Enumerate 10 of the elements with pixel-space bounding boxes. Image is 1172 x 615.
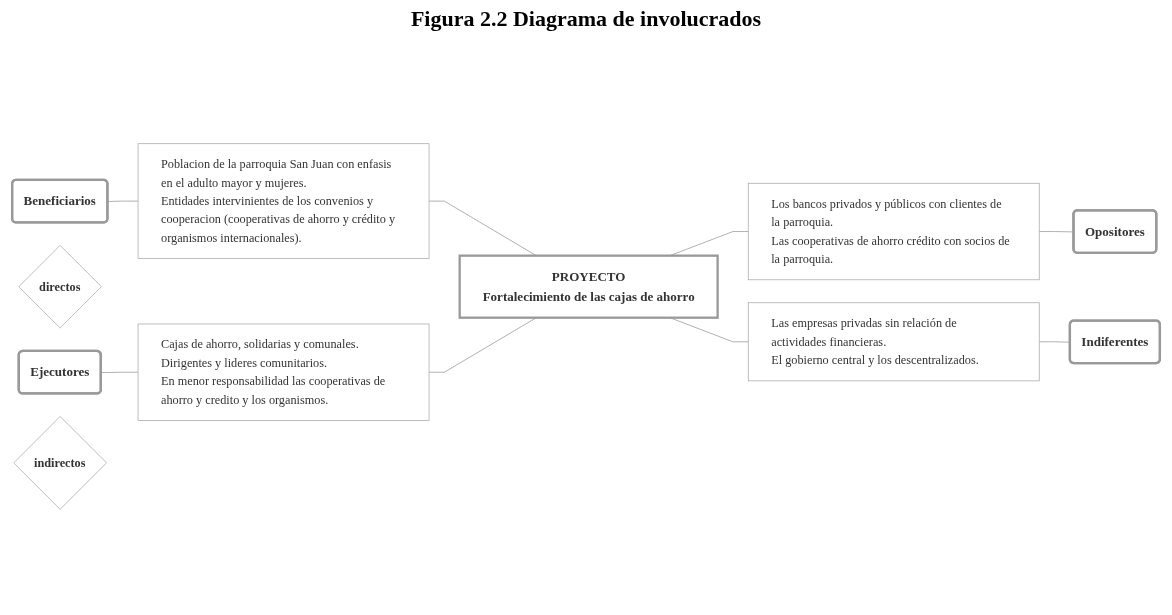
connector <box>107 200 139 202</box>
node-box: Poblacion de la parroquia San Juan con enfasis en el adulto mayor y mujeres. Entidades intervinientes de los convenios y cooperacion (cooperativas de ahorro y crédito y organismos internacionales). <box>137 143 430 259</box>
node-box: Cajas de ahorro, solidarias y comunales. Dirigentes y lideres comunitarios. En menor responsabilidad las cooperativas de ahorro y credito y los organismos. <box>137 323 430 421</box>
node-box: Los bancos privados y públicos con clientes de la parroquia. Las cooperativas de ahorro crédito con socios de la parroquia. <box>747 182 1040 281</box>
node-box: Las empresas privadas sin relación de actividades financieras. El gobierno central y los descentralizados. <box>747 302 1040 382</box>
connector <box>100 371 139 373</box>
node-box: PROYECTO Fortalecimiento de las cajas de ahorro <box>458 254 719 319</box>
node-diamond: directos <box>18 244 102 329</box>
figure-title: Figura 2.2 Diagrama de involucrados <box>409 6 763 32</box>
node-diamond: indirectos <box>13 416 107 510</box>
